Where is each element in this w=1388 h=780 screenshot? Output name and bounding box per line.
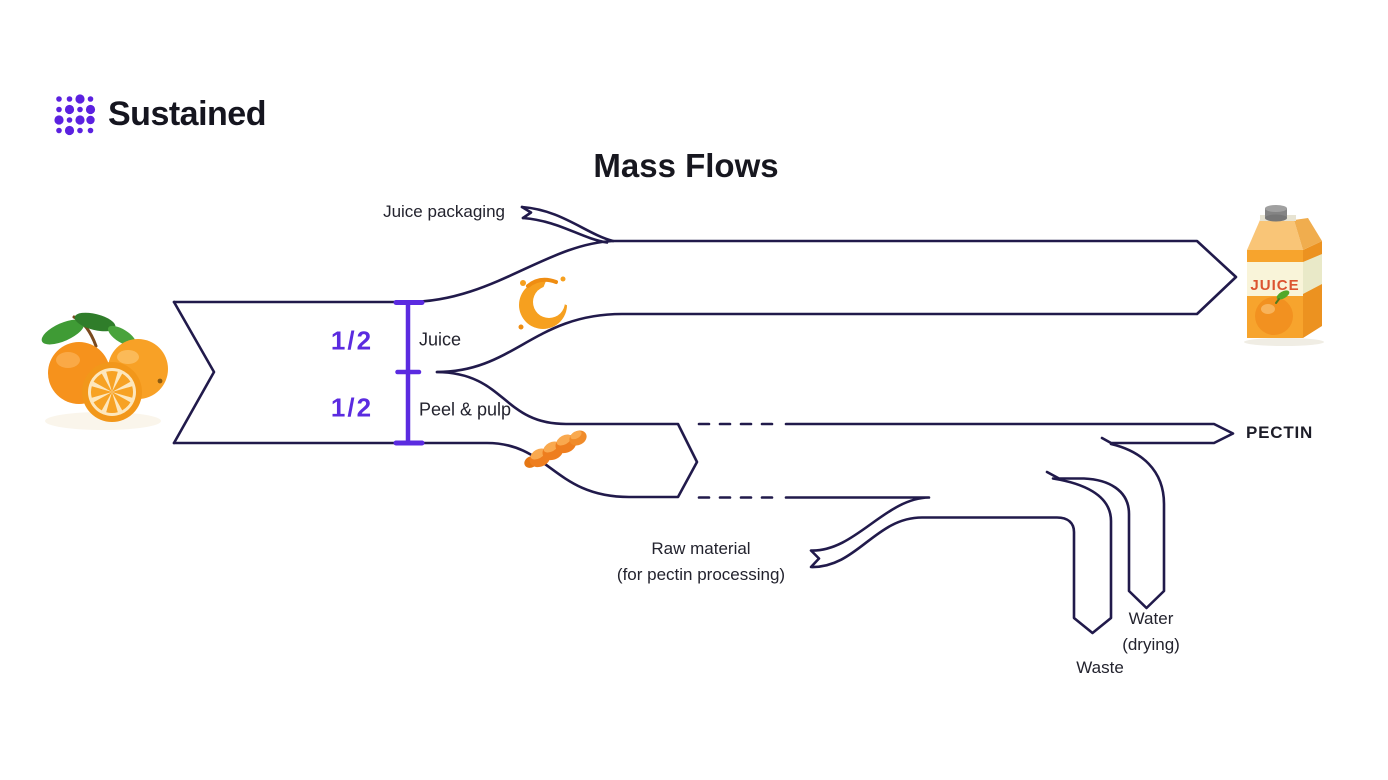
flow-waste-branch-raw-material bbox=[784, 477, 1113, 635]
flow-packaging-stream-top bbox=[520, 205, 615, 243]
label-juice-packaging: Juice packaging bbox=[383, 202, 505, 221]
flow-juice-band bbox=[172, 239, 1238, 374]
label-raw-material-line2: (for pectin processing) bbox=[616, 565, 786, 584]
label-waste: Waste bbox=[1076, 658, 1124, 677]
carton-juice-text: JUICE bbox=[1250, 277, 1299, 294]
oranges-illustration bbox=[41, 312, 168, 430]
label-juice: Juice bbox=[419, 329, 462, 350]
label-peel-pulp: Peel & pulp bbox=[419, 399, 512, 420]
page-title: Mass Flows bbox=[593, 147, 779, 184]
label-raw-material: Raw material (for pectin processing) bbox=[617, 536, 785, 588]
flow-peel-band bbox=[172, 370, 699, 499]
juice-carton-illustration: JUICE bbox=[1244, 205, 1324, 346]
measure-bracket bbox=[393, 300, 425, 446]
label-pectin: PECTIN bbox=[1246, 423, 1314, 442]
sustained-dots-icon bbox=[54, 94, 96, 136]
label-water-line1: Water bbox=[1128, 609, 1174, 628]
flow-packaging-tail-notch bbox=[520, 205, 533, 220]
peel-spiral-illustration bbox=[524, 430, 587, 468]
flow-pectin-band bbox=[784, 422, 1235, 445]
label-fraction-peel: 1/2 bbox=[330, 392, 374, 423]
label-water-drying: Water (drying) bbox=[1122, 606, 1180, 658]
label-raw-material-line1: Raw material bbox=[651, 539, 751, 558]
brand-logo: Sustained bbox=[52, 92, 266, 136]
juice-splash-illustration bbox=[518, 276, 576, 330]
flow-start-chevron bbox=[172, 300, 216, 445]
label-fraction-juice: 1/2 bbox=[330, 325, 374, 356]
brand-wordmark: Sustained bbox=[108, 94, 266, 133]
flow-packaging-stream-bottom bbox=[521, 216, 609, 244]
label-water-line2: (drying) bbox=[1122, 635, 1180, 654]
flow-water-branch bbox=[1045, 442, 1166, 610]
